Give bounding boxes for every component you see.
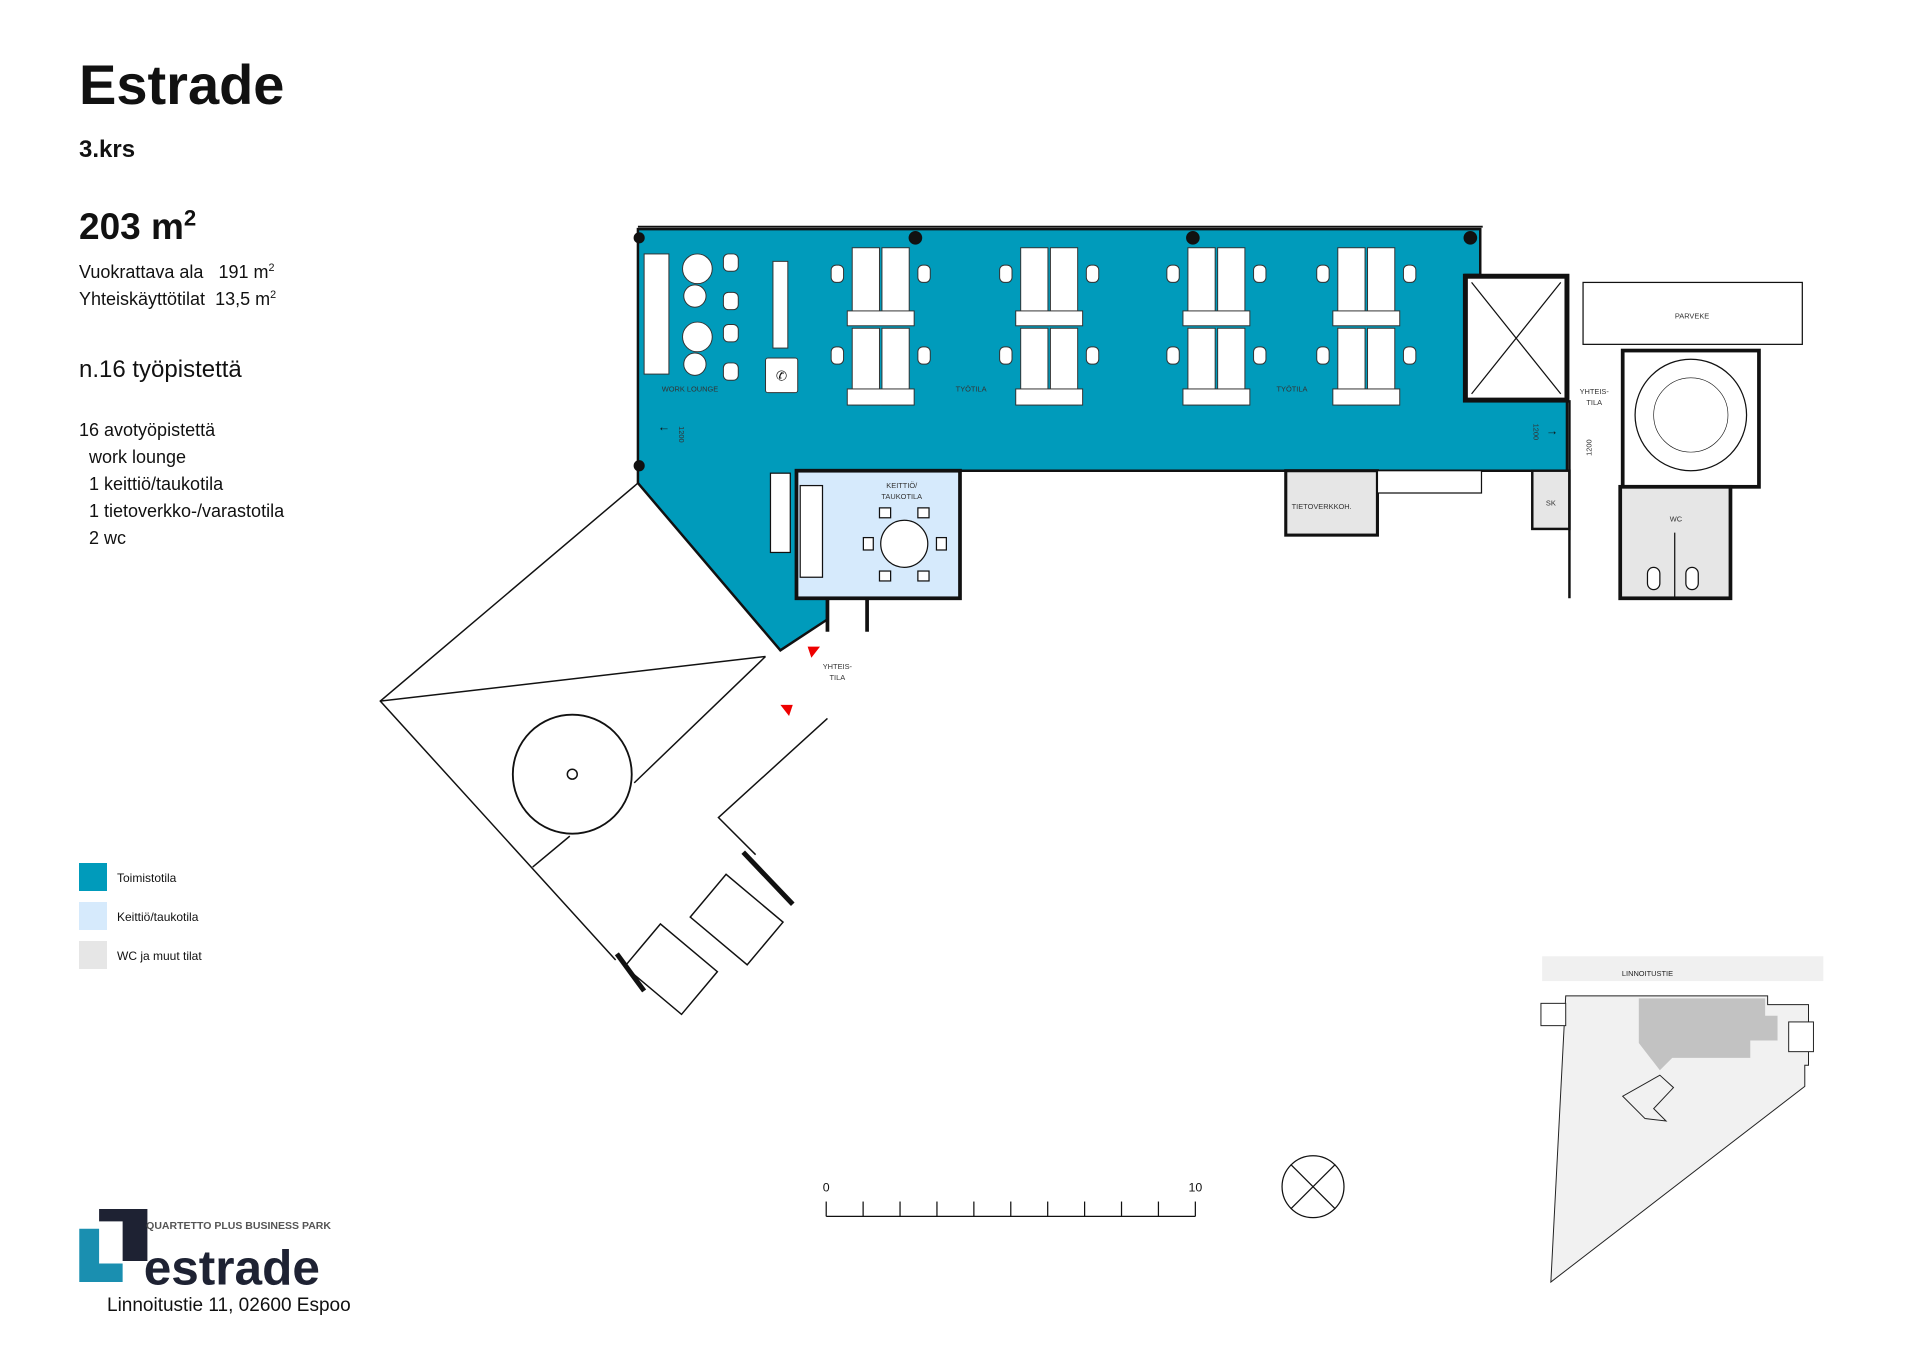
label-tyotila: TYÖTILA (956, 384, 987, 393)
total-area-value: 203 m (79, 206, 184, 247)
door-width: 1200 (1532, 424, 1541, 441)
desk-clusters (830, 247, 1417, 406)
kitchen-cabinet (769, 472, 791, 554)
kitchen-counter (799, 484, 824, 578)
label-shared-space: TILA (830, 673, 846, 682)
dining-chairs (862, 507, 947, 582)
legend-swatch-other (79, 941, 107, 969)
north-arrow-icon (1281, 1155, 1345, 1219)
scale-bar (825, 1201, 1196, 1218)
storage-niche (1376, 470, 1483, 494)
floor-label: 3.krs (79, 136, 136, 163)
dining-table (880, 519, 929, 568)
balcony (1582, 281, 1803, 345)
label-kitchen: KEITTIÖ/ (886, 481, 918, 490)
area-label: Vuokrattava ala (79, 262, 204, 282)
scale-start-label: 0 (823, 1181, 830, 1195)
label-network-room: TIETOVERKKOH. (1292, 502, 1352, 511)
area-sup: 2 (268, 262, 275, 274)
logo-name: estrade (144, 1241, 320, 1296)
workstation-count: n.16 työpistettä (79, 356, 242, 383)
page-title: Estrade (79, 53, 285, 116)
label-tyotila: TYÖTILA (1276, 384, 1307, 393)
legend-swatch-office (79, 863, 107, 891)
legend-label: Toimistotila (117, 871, 177, 885)
feature-item: work lounge (89, 447, 187, 467)
work-lounge-furniture (643, 253, 799, 394)
columns (633, 231, 1478, 472)
phone-booth-icon: ✆ (776, 368, 788, 383)
area-value: 13,5 m (215, 289, 271, 309)
network-room (1284, 469, 1379, 537)
arrow-right-icon: → (1546, 424, 1558, 438)
label-shared-space: YHTEIS- (823, 662, 853, 671)
feature-item: 16 avotyöpistettä (79, 420, 216, 440)
scale-end-label: 10 (1188, 1181, 1202, 1195)
fire-marker-icon (780, 704, 793, 716)
address: Linnoitustie 11, 02600 Espoo (107, 1295, 351, 1316)
area-sup: 2 (270, 289, 277, 301)
label-balcony: PARVEKE (1675, 311, 1709, 320)
fire-marker-icon (807, 646, 821, 658)
label-shared-space: TILA (1586, 398, 1602, 407)
label-shared-space: YHTEIS- (1580, 387, 1610, 396)
legend-swatch-kitchen (79, 902, 107, 930)
spiral-stair-left (511, 713, 633, 835)
legend-label: Keittiö/taukotila (117, 910, 199, 924)
feature-item: 1 keittiö/taukotila (89, 474, 224, 494)
street-bar (1542, 956, 1824, 982)
estrade-logo: QUARTETTO PLUS BUSINESS PARK estrade (79, 1208, 331, 1296)
stair-room-right (1620, 348, 1761, 489)
logo-tagline: QUARTETTO PLUS BUSINESS PARK (146, 1220, 331, 1232)
area-label: Yhteiskäyttötilat (79, 289, 206, 309)
door-width: 1200 (677, 426, 686, 443)
area-value: 191 m (218, 262, 269, 282)
total-area: 203 m2 (79, 206, 196, 248)
label-work-lounge: WORK LOUNGE (662, 384, 719, 393)
site-map-street-label: LINNOITUSTIE (1622, 969, 1673, 978)
label-kitchen: TAUKOTILA (881, 492, 922, 501)
lower-wing-outline (379, 482, 828, 1016)
door-width: 1200 (1585, 439, 1594, 456)
legend-label: WC ja muut tilat (117, 949, 202, 963)
label-sk: SK (1546, 498, 1556, 507)
area-row-shared: Yhteiskäyttötilat 13,5 m2 (79, 289, 276, 310)
label-wc: WC (1670, 514, 1683, 523)
feature-item: 2 wc (89, 528, 127, 548)
area-row-rentable: Vuokrattava ala 191 m2 (79, 262, 274, 283)
total-area-unit-sup: 2 (183, 205, 197, 231)
arrow-left-icon: ← (658, 420, 670, 434)
feature-item: 1 tietoverkko-/varastotila (89, 501, 285, 521)
spiral-stair-right (1634, 358, 1748, 472)
kitchen-room (794, 468, 962, 601)
site-map (1540, 956, 1824, 1284)
